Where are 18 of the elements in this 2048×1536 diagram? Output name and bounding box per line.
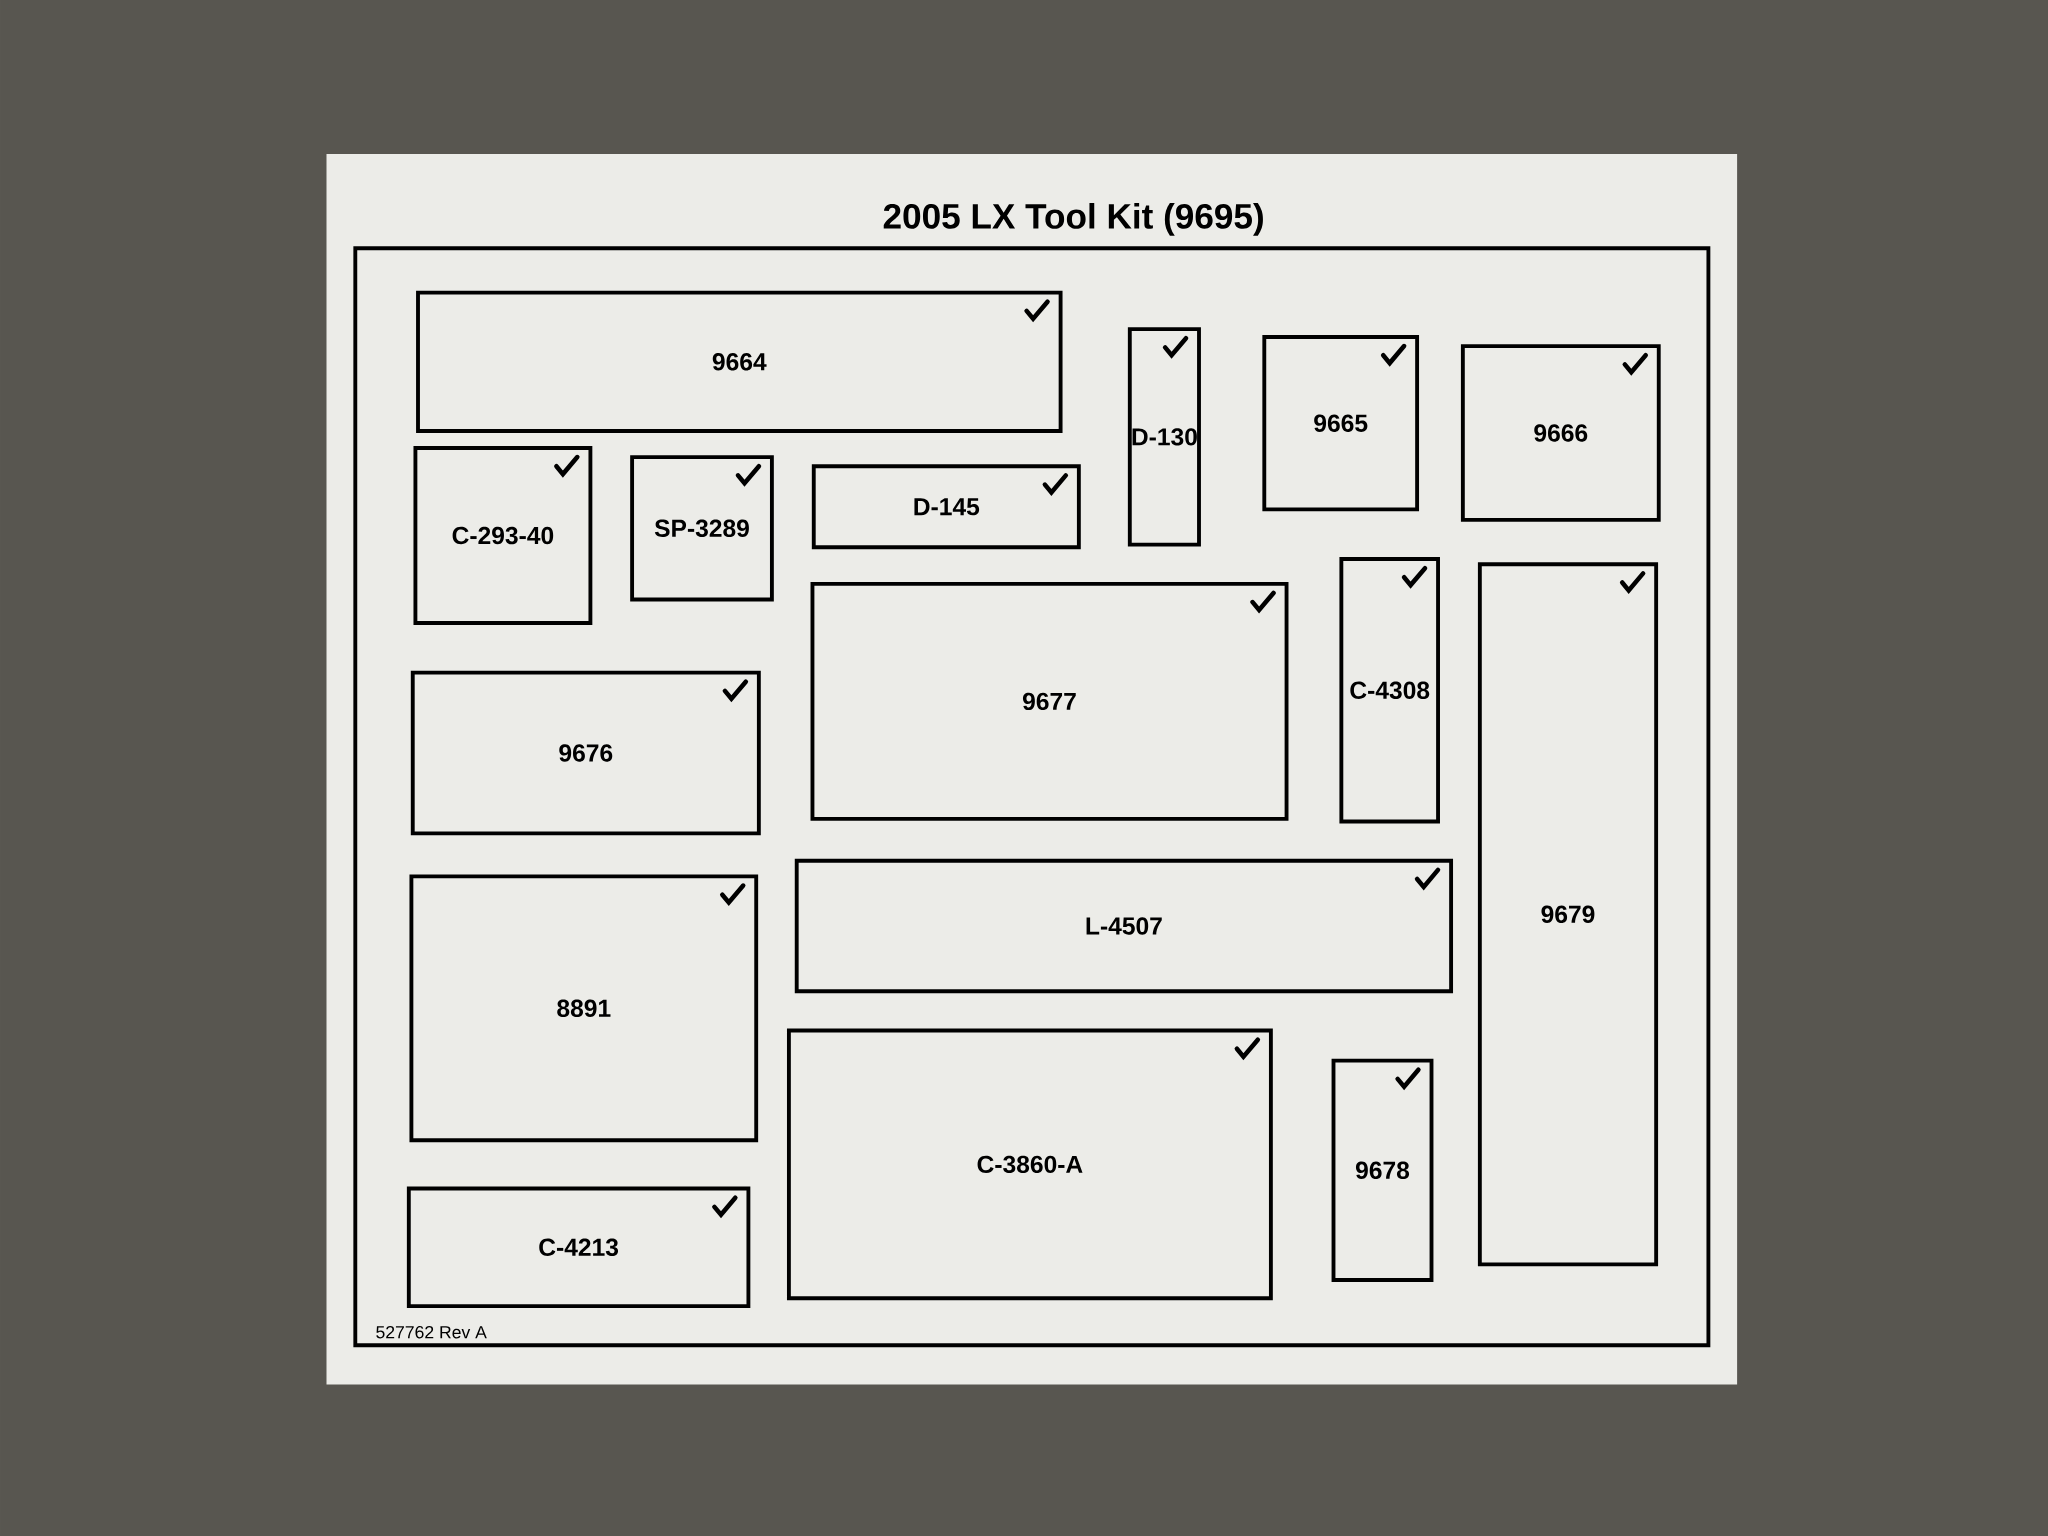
tool-slot: SP-3289 (630, 455, 774, 602)
tool-slot: 9677 (810, 581, 1289, 821)
tool-slot: 8891 (409, 874, 759, 1143)
tool-slot: L-4507 (794, 858, 1454, 994)
tool-slot: C-4213 (406, 1186, 751, 1309)
tool-slot: D-145 (811, 464, 1081, 550)
tool-slot: D-130 (1127, 327, 1201, 547)
title: 2005 LX Tool Kit (9695) (883, 203, 1263, 236)
tool-slot: 9679 (1477, 562, 1659, 1267)
tool-slot: 9666 (1460, 344, 1661, 522)
tool-slot: 9665 (1262, 335, 1420, 512)
tool-slot: C-293-40 (413, 446, 593, 625)
tool-slot: C-3860-A (786, 1028, 1273, 1301)
tool-slot: 9664 (416, 290, 1063, 433)
tool-slot: 9678 (1331, 1058, 1434, 1282)
tool-slot: C-4308 (1339, 557, 1440, 824)
tool-slot: 9676 (410, 670, 761, 836)
part-number: 527762 Rev A (376, 1325, 487, 1339)
